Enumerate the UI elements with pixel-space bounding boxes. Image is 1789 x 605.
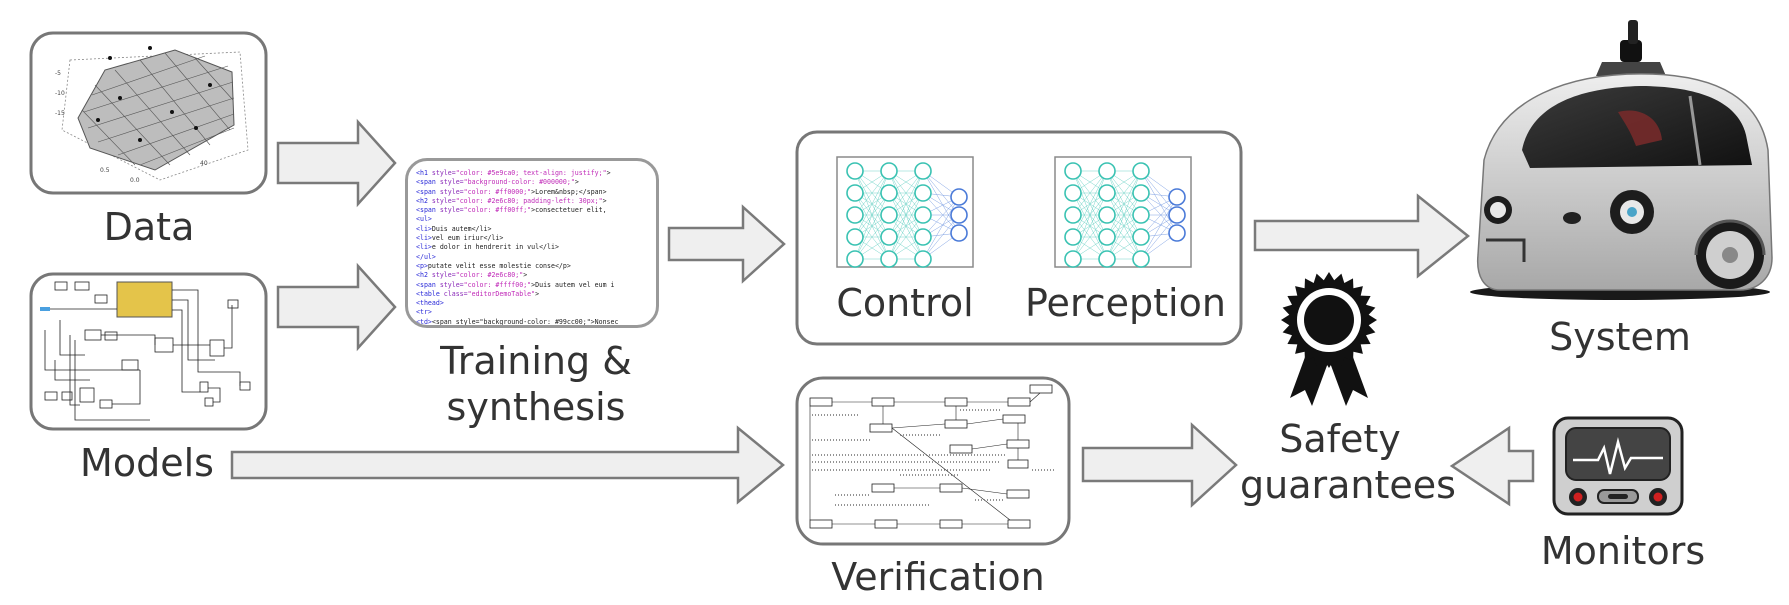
- training-label-line2: synthesis: [446, 385, 626, 429]
- control-label: Control: [836, 281, 974, 325]
- code-snippet: <h1 style="color: #5e9ca0; text-align: j…: [405, 158, 659, 328]
- nn-node: [1064, 184, 1082, 202]
- nn-node: [1132, 184, 1150, 202]
- nn-node: [1098, 228, 1116, 246]
- code-line: <h2 style="color: #2e6c80;">: [416, 271, 528, 280]
- code-line: <h2 style="color: #2e6c80; padding-left:…: [416, 196, 607, 205]
- nn-output-node: [1168, 206, 1186, 224]
- award-ribbon-icon: [1281, 272, 1377, 406]
- code-line: <h1 style="color: #5e9ca0; text-align: j…: [416, 169, 611, 177]
- code-line: <thead>: [416, 299, 444, 308]
- arrow-monitors-to-safety: [1449, 425, 1535, 507]
- nn-node: [914, 162, 932, 180]
- simulink-model-thumbnail: [29, 272, 268, 431]
- svg-text:-10: -10: [55, 90, 65, 97]
- nn-node: [880, 184, 898, 202]
- svg-text:-15: -15: [55, 110, 65, 117]
- arrow-models-to-verification: [230, 425, 785, 505]
- code-line: <span style="color: #ffff00;">Duis autem…: [416, 280, 615, 289]
- models-label: Models: [80, 441, 214, 485]
- nn-node: [1132, 162, 1150, 180]
- nn-node: [914, 250, 932, 268]
- code-line: </ul>: [416, 252, 436, 261]
- code-line: <ul>: [416, 215, 432, 224]
- neural-network-icon: [836, 156, 974, 268]
- safety-label-line1: Safety: [1279, 417, 1401, 461]
- safety-label-line2: guarantees: [1240, 463, 1456, 507]
- code-line: <tr>: [416, 308, 432, 317]
- training-label-line1: Training &: [440, 339, 632, 383]
- nn-node: [1098, 206, 1116, 224]
- nn-node: [1064, 228, 1082, 246]
- nn-node: [914, 228, 932, 246]
- nn-node: [880, 162, 898, 180]
- nn-node: [880, 206, 898, 224]
- monitor-device-icon: [1552, 416, 1684, 516]
- perception-label: Perception: [1025, 281, 1226, 325]
- code-line: <p>putate velit esse molestie conse</p>: [416, 261, 571, 270]
- nn-node: [846, 162, 864, 180]
- nn-node: [846, 184, 864, 202]
- code-line: <span style="background-color: #000000;"…: [416, 178, 579, 187]
- nn-node: [914, 206, 932, 224]
- nn-node: [846, 206, 864, 224]
- nn-node: [880, 228, 898, 246]
- nn-node: [846, 228, 864, 246]
- monitors-label: Monitors: [1540, 529, 1706, 573]
- nn-output-node: [950, 188, 968, 206]
- nn-node: [914, 184, 932, 202]
- nn-node: [1064, 162, 1082, 180]
- code-line: <td><span style="background-color: #99cc…: [416, 317, 619, 326]
- code-line: <table class="editorDemoTable">: [416, 289, 540, 298]
- nn-output-node: [1168, 224, 1186, 242]
- arrow-training-to-nn: [667, 204, 786, 284]
- code-line: <li>e dolor in hendrerit in vul</li>: [416, 243, 559, 252]
- nn-output-node: [950, 206, 968, 224]
- nn-output-node: [1168, 188, 1186, 206]
- svg-text:0.0: 0.0: [130, 177, 140, 184]
- nn-node: [1132, 250, 1150, 268]
- neural-network-icon: [1054, 156, 1192, 268]
- nn-node: [846, 250, 864, 268]
- code-line: </tr>: [416, 327, 648, 328]
- arrow-verification-to-safety: [1081, 422, 1238, 508]
- verification-graph-thumbnail: [795, 376, 1071, 546]
- self-driving-car-illustration: [1470, 20, 1773, 300]
- system-label: System: [1549, 315, 1691, 359]
- arrow-nn-to-system: [1253, 193, 1471, 279]
- nn-node: [1098, 162, 1116, 180]
- nn-node: [1064, 206, 1082, 224]
- data-label: Data: [103, 205, 195, 249]
- surface-plot-thumbnail: -5 -10 -15 0.5 0.0 40: [29, 31, 268, 195]
- code-line: <li>vel eum iriur</li>: [416, 234, 504, 243]
- nn-node: [1098, 250, 1116, 268]
- code-line: <span style="color: #ff0000;">Lorem&nbsp…: [416, 187, 607, 196]
- svg-text:-5: -5: [55, 70, 61, 77]
- svg-text:0.5: 0.5: [100, 167, 110, 174]
- code-line: <span style="color: #ff00ff;">consectetu…: [416, 206, 607, 215]
- arrow-data-to-training: [276, 118, 397, 208]
- nn-node: [880, 250, 898, 268]
- svg-text:40: 40: [200, 160, 208, 167]
- nn-node: [1132, 206, 1150, 224]
- arrow-models-to-training: [276, 262, 397, 352]
- nn-node: [1132, 228, 1150, 246]
- nn-output-node: [950, 224, 968, 242]
- verification-label: Verification: [831, 555, 1045, 599]
- code-line: <li>Duis autem</li>: [416, 224, 492, 233]
- nn-node: [1064, 250, 1082, 268]
- nn-node: [1098, 184, 1116, 202]
